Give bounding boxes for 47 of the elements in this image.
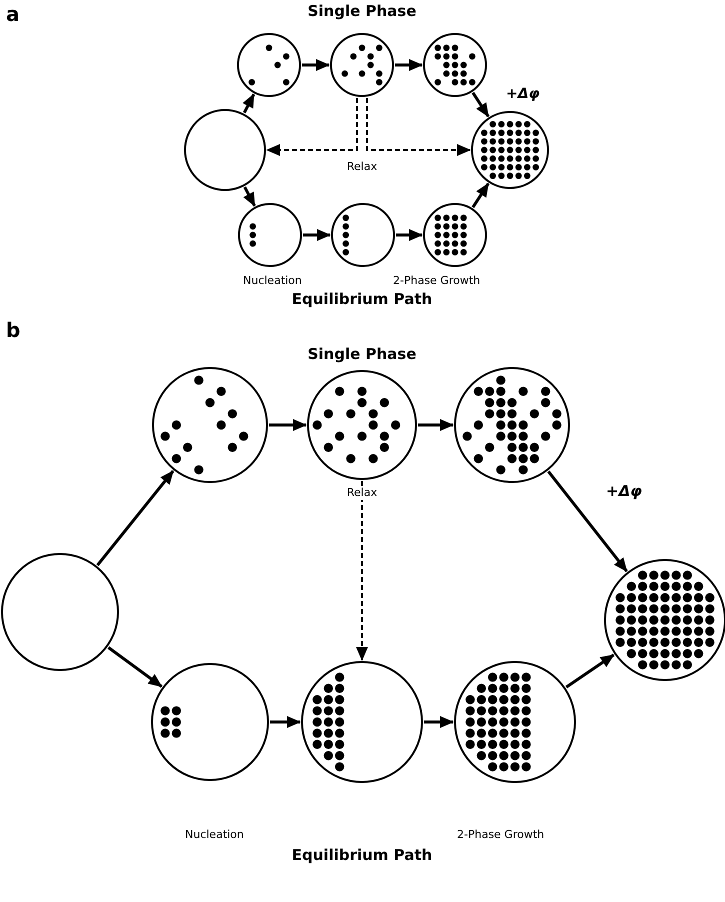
particle-circle	[150, 662, 270, 782]
arrow	[547, 470, 628, 572]
arrow	[302, 59, 330, 71]
arrow	[565, 654, 615, 688]
label: +Δφ	[506, 86, 540, 104]
particle-circle	[453, 660, 577, 784]
arrow	[472, 92, 490, 118]
particle-circle	[422, 202, 488, 268]
dashed-arrow	[356, 481, 368, 661]
label: Nucleation	[243, 274, 302, 288]
particle-circle	[237, 202, 303, 268]
arrow	[418, 419, 454, 431]
particle-circle	[329, 32, 395, 98]
arrow	[242, 93, 256, 114]
label: Single Phase	[308, 345, 416, 364]
label: Nucleation	[185, 828, 244, 842]
arrow	[269, 419, 307, 431]
arrow	[472, 182, 490, 208]
arrow	[108, 646, 162, 688]
particle-circle	[183, 108, 267, 192]
label: 2-Phase Growth	[393, 274, 480, 288]
arrow	[243, 186, 256, 207]
particle-circle	[453, 366, 571, 484]
arrow	[96, 470, 174, 566]
dashed-arrow	[266, 98, 358, 156]
panel-letter: a	[6, 2, 20, 27]
label: Equilibrium Path	[292, 290, 432, 309]
arrow	[303, 229, 331, 241]
particle-circle	[0, 552, 120, 672]
arrow	[424, 716, 454, 728]
particle-circle	[422, 32, 488, 98]
arrow	[270, 716, 301, 728]
label: Single Phase	[308, 2, 416, 21]
label: Relax	[346, 160, 378, 174]
label: +Δφ	[606, 482, 642, 501]
particle-circle	[470, 110, 550, 190]
particle-circle	[300, 660, 424, 784]
dashed-arrow	[366, 98, 471, 156]
particle-circle	[151, 366, 269, 484]
arrow	[396, 229, 423, 241]
arrow	[395, 59, 423, 71]
panel-letter: b	[6, 318, 20, 343]
particle-circle	[330, 202, 396, 268]
particle-circle	[306, 369, 418, 481]
label: 2-Phase Growth	[457, 828, 544, 842]
particle-circle	[236, 32, 302, 98]
label: Equilibrium Path	[292, 846, 432, 865]
